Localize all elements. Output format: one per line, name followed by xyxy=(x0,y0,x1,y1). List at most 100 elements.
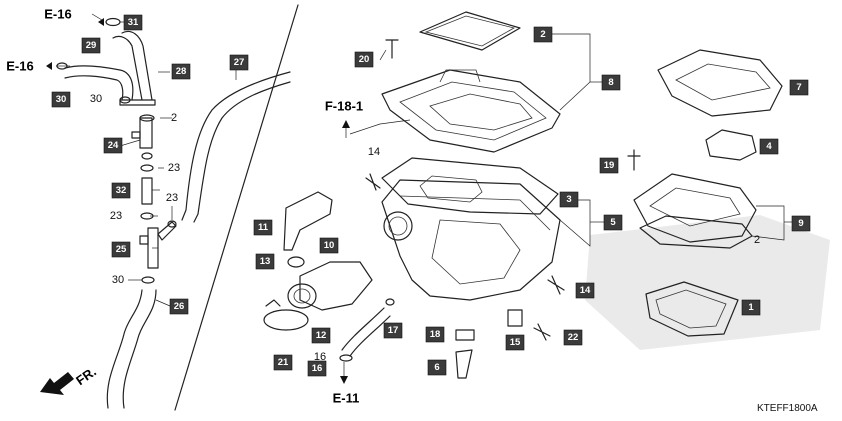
callout-28: 28 xyxy=(171,63,191,80)
drain-6 xyxy=(455,349,473,379)
callout-6: 6 xyxy=(427,359,447,376)
svg-text:15: 15 xyxy=(510,337,521,348)
callout-16: 16 xyxy=(307,360,327,377)
callout-4: 4 xyxy=(759,138,779,155)
duct-seal-4 xyxy=(705,129,757,161)
front-direction-label: FR. xyxy=(73,364,99,388)
reference-e16-left: E-16 xyxy=(6,59,33,74)
svg-text:20: 20 xyxy=(359,54,370,65)
callout-32: 32 xyxy=(111,182,131,199)
callout-30-plain: 30 xyxy=(90,93,102,105)
screw-22 xyxy=(533,323,551,341)
plain-callouts: 2 30 23 23 23 30 14 2 16 xyxy=(90,93,760,363)
air-filter-element-1 xyxy=(645,281,739,337)
figure-code: KTEFF1800A xyxy=(757,403,818,414)
air-cleaner-case-5 xyxy=(381,179,561,301)
clamp-31 xyxy=(105,17,121,27)
svg-text:18: 18 xyxy=(430,329,441,340)
callout-25: 25 xyxy=(111,241,131,258)
leader-lines xyxy=(56,13,792,382)
svg-text:26: 26 xyxy=(174,301,185,312)
svg-text:4: 4 xyxy=(766,141,772,152)
svg-text:32: 32 xyxy=(116,185,127,196)
resonator-9 xyxy=(633,173,757,243)
callout-1: 1 xyxy=(741,299,761,316)
callout-22: 22 xyxy=(563,329,583,346)
screw-19 xyxy=(627,149,641,171)
callout-21: 21 xyxy=(273,354,293,371)
case-gasket-2 xyxy=(381,157,559,215)
clamp-13 xyxy=(287,256,305,268)
svg-text:7: 7 xyxy=(796,82,801,93)
svg-text:25: 25 xyxy=(116,244,127,255)
joint-24 xyxy=(131,114,155,160)
svg-text:9: 9 xyxy=(798,218,803,229)
duct-7 xyxy=(657,49,783,117)
connecting-tube-10 xyxy=(287,261,373,311)
callout-31: 31 xyxy=(123,14,143,31)
svg-text:13: 13 xyxy=(260,256,271,267)
callout-19: 19 xyxy=(599,157,619,174)
callout-3: 3 xyxy=(559,191,579,208)
bolt-14 xyxy=(365,173,381,191)
callout-23-b: 23 xyxy=(166,192,178,204)
svg-text:24: 24 xyxy=(108,140,119,151)
clip-18 xyxy=(455,329,475,341)
breather-hose-28 xyxy=(112,30,156,106)
svg-text:22: 22 xyxy=(568,332,579,343)
svg-text:27: 27 xyxy=(234,57,245,68)
svg-text:30: 30 xyxy=(56,94,67,105)
callout-23-c: 23 xyxy=(110,210,122,222)
svg-text:31: 31 xyxy=(128,17,139,28)
svg-text:3: 3 xyxy=(566,194,571,205)
clamp-30-bottom xyxy=(141,276,155,284)
callout-2-plain-right: 2 xyxy=(754,234,760,246)
screw-20 xyxy=(385,39,399,59)
svg-text:29: 29 xyxy=(86,40,97,51)
svg-text:14: 14 xyxy=(580,285,591,296)
arrow-e16-left xyxy=(46,62,52,70)
svg-text:21: 21 xyxy=(278,357,289,368)
drain-tube-12 xyxy=(341,307,391,357)
clamp-21 xyxy=(263,299,309,331)
callout-18: 18 xyxy=(425,326,445,343)
bolt-14-right xyxy=(547,275,565,295)
reference-f18-1: F-18-1 xyxy=(325,99,363,114)
arrow-e16-top xyxy=(98,18,104,26)
callout-9: 9 xyxy=(791,215,811,232)
cover-gasket-2-top xyxy=(419,11,521,51)
clip-15 xyxy=(507,309,523,327)
tube-32 xyxy=(141,177,153,205)
callout-26: 26 xyxy=(169,298,189,315)
arrow-f18-1 xyxy=(342,120,350,128)
boxed-callouts: 31 29 28 30 27 24 32 25 26 20 2 8 7 4 19… xyxy=(51,14,811,377)
svg-text:12: 12 xyxy=(316,330,327,341)
callout-10: 10 xyxy=(319,237,339,254)
callout-2-plain-top: 2 xyxy=(171,112,177,124)
background-shading xyxy=(585,215,830,350)
callout-29: 29 xyxy=(81,37,101,54)
callout-7: 7 xyxy=(789,79,809,96)
callout-2-top: 2 xyxy=(533,26,553,43)
breather-hose-29 xyxy=(64,65,134,101)
svg-text:16: 16 xyxy=(312,363,323,374)
svg-text:10: 10 xyxy=(324,240,335,251)
svg-text:11: 11 xyxy=(258,222,269,233)
front-direction-arrow xyxy=(40,372,74,395)
svg-text:19: 19 xyxy=(604,160,615,171)
svg-text:1: 1 xyxy=(748,302,754,313)
svg-text:5: 5 xyxy=(610,217,616,228)
callout-23-a: 23 xyxy=(168,162,180,174)
section-divider xyxy=(174,4,299,411)
callout-16-plain: 16 xyxy=(314,351,326,363)
callout-30: 30 xyxy=(51,91,71,108)
callout-14-plain: 14 xyxy=(368,146,380,158)
svg-text:6: 6 xyxy=(434,362,439,373)
hose-26 xyxy=(106,289,157,409)
callout-11: 11 xyxy=(253,219,273,236)
callout-5: 5 xyxy=(603,214,623,231)
clip-17 xyxy=(385,298,395,306)
callout-24: 24 xyxy=(103,137,123,154)
arrow-e11 xyxy=(340,376,348,384)
